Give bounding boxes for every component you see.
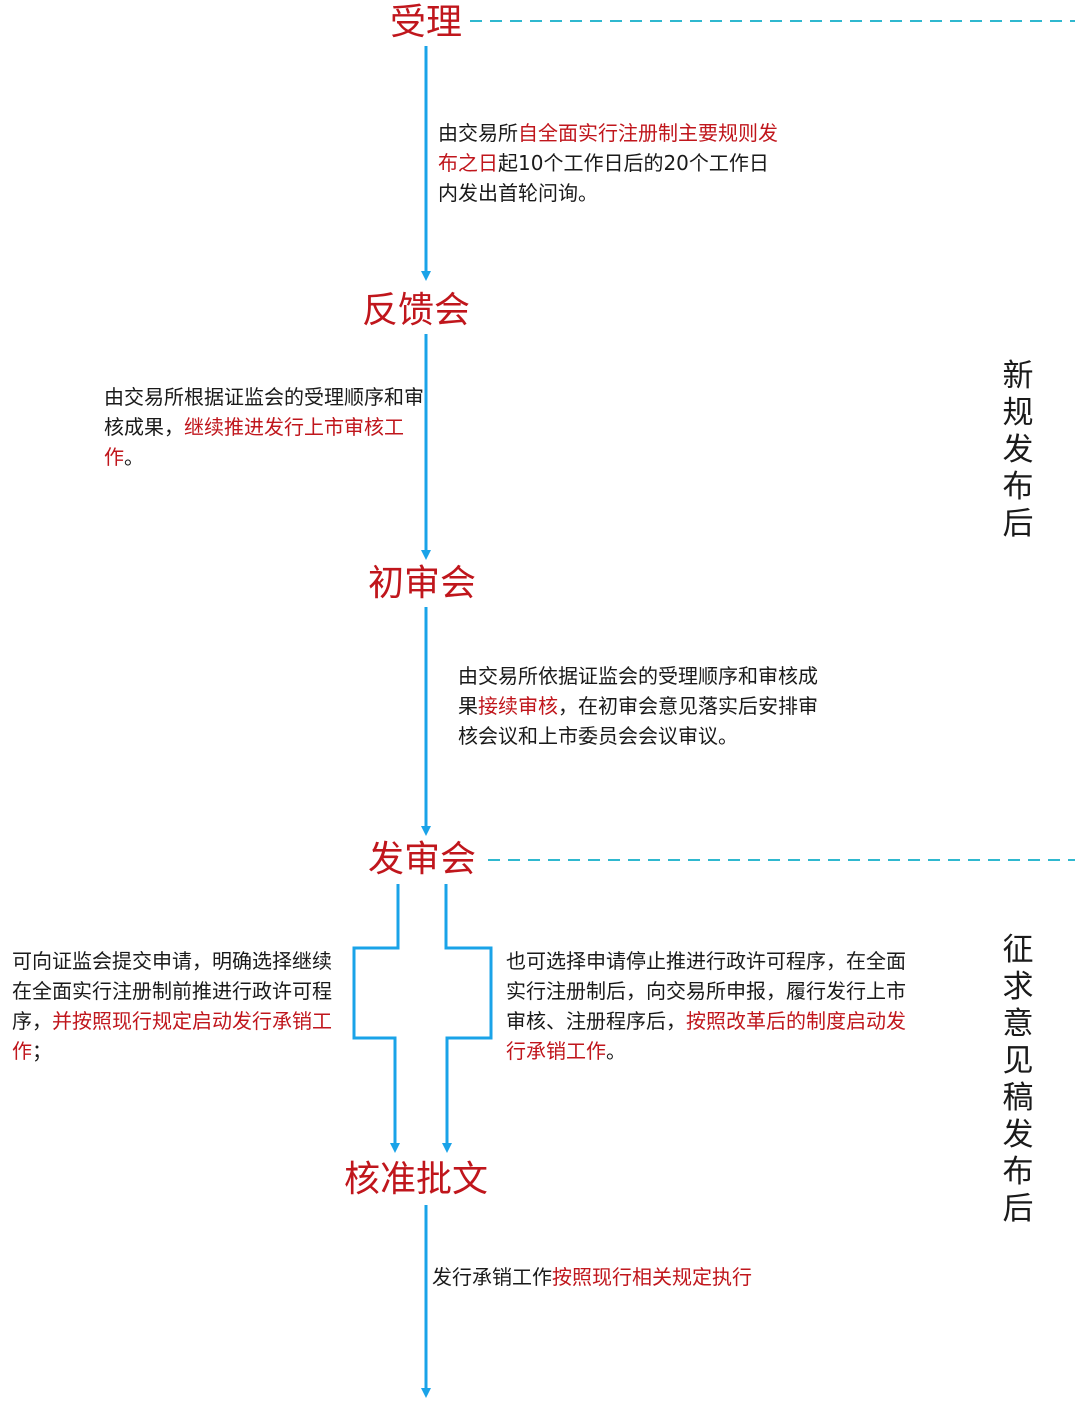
stage-accept: 受理 (384, 0, 469, 46)
note-initial-to-review: 由交易所依据证监会的受理顺序和审核成果接续审核，在初审会意见落实后安排审核会议和… (458, 661, 828, 751)
note-text: 发行承销工作 (432, 1265, 552, 1289)
note-text: 由交易所 (438, 121, 518, 145)
note-highlight: 并按照现行规定启动发行承销工作 (12, 1009, 332, 1063)
note-after-approval: 发行承销工作按照现行相关规定执行 (432, 1262, 852, 1292)
note-highlight: 按照改革后的制度启动发行承销工作 (506, 1009, 906, 1063)
note-feedback-to-initial: 由交易所根据证监会的受理顺序和审核成果，继续推进发行上市审核工作。 (104, 382, 424, 472)
note-text: ，在初审会意见落实后安排审核会议和上市委员会会议审议。 (458, 694, 818, 748)
arrow-review-right-branch (442, 884, 493, 1153)
stage-approval-document: 核准批文 (338, 1157, 495, 1203)
note-text: 由交易所依据证监会的受理顺序和审核成果 (458, 664, 818, 718)
note-highlight: 接续审核 (478, 694, 558, 718)
note-text: 。 (606, 1039, 626, 1063)
stage-issuance-review-meeting: 发审会 (362, 837, 483, 883)
note-text: 。 (124, 445, 144, 469)
note-highlight: 自全面实行注册制主要规则发布之日 (438, 121, 778, 175)
stage-feedback-meeting: 反馈会 (356, 288, 477, 334)
note-text: ； (32, 1039, 52, 1063)
stage-initial-review-meeting: 初审会 (362, 561, 483, 607)
note-highlight: 按照现行相关规定执行 (552, 1265, 752, 1289)
arrow-review-left-branch (352, 884, 400, 1153)
note-option-switch-registration: 也可选择申请停止推进行政许可程序，在全面实行注册制后，向交易所申报，履行发行上市… (506, 946, 906, 1066)
note-text: 也可选择申请停止推进行政许可程序，在全面实行注册制后，向交易所申报，履行发行上市… (506, 949, 906, 1033)
note-accept-to-feedback: 由交易所自全面实行注册制主要规则发布之日起10个工作日后的20个工作日内发出首轮… (438, 118, 788, 208)
note-text: 由交易所根据证监会的受理顺序和审核成果， (104, 385, 424, 439)
note-text: 起10个工作日后的20个工作日内发出首轮问询。 (438, 151, 769, 205)
note-text: 可向证监会提交申请，明确选择继续在全面实行注册制前推进行政许可程序， (12, 949, 332, 1033)
note-option-continue-approval: 可向证监会提交申请，明确选择继续在全面实行注册制前推进行政许可程序，并按照现行规… (12, 946, 334, 1066)
phase-label-after-new-rules: 新规发布后 (1002, 358, 1034, 542)
note-highlight: 继续推进发行上市审核工作 (104, 415, 404, 469)
phase-label-after-draft: 征求意见稿发布后 (1002, 932, 1034, 1227)
